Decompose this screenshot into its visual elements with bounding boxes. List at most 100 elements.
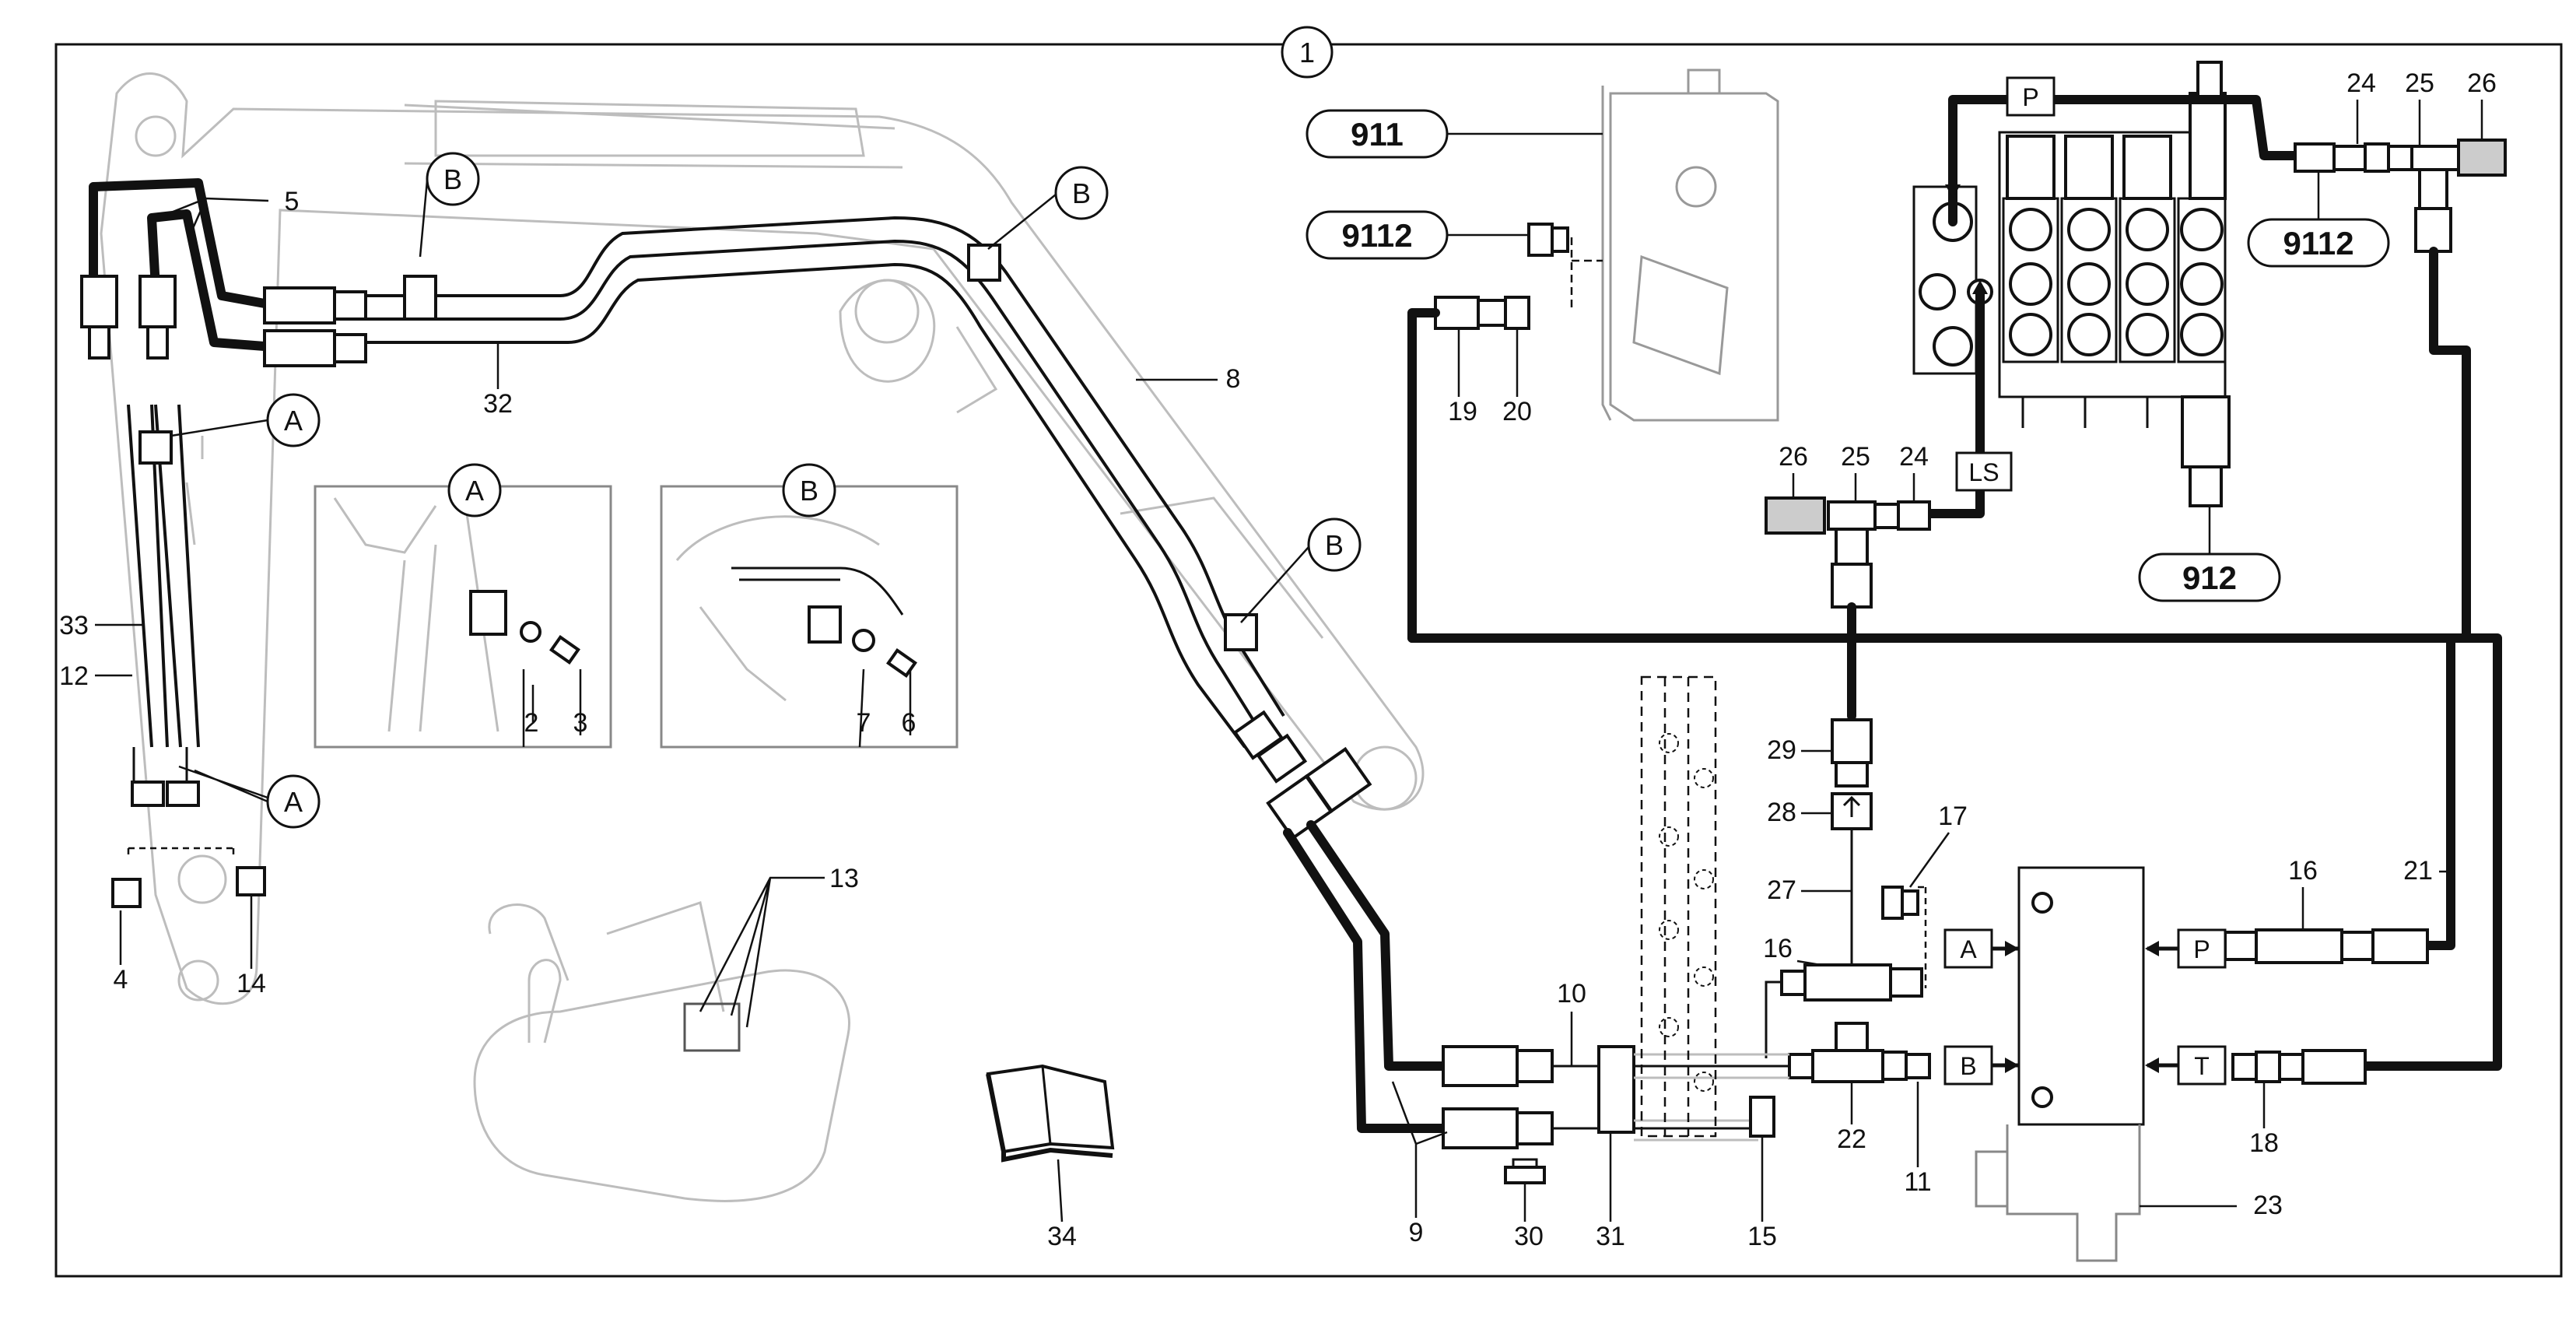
ref-9112-right: 9112 (2247, 218, 2390, 268)
svg-text:P: P (2022, 83, 2038, 111)
port-a: A (1943, 928, 1993, 969)
part-labels: 2 3 4 5 6 7 8 9 10 11 12 13 14 15 16 16 … (59, 68, 2497, 1251)
part-32: 32 (483, 389, 513, 419)
part-13: 13 (829, 864, 859, 893)
svg-text:911: 911 (1351, 116, 1404, 153)
part-31: 31 (1596, 1222, 1625, 1251)
part-11: 11 (1904, 1167, 1931, 1197)
callout-a-2: A (266, 774, 321, 829)
pt-fittings (2224, 928, 2429, 1085)
port-b: B (1943, 1045, 1993, 1086)
part-15: 15 (1747, 1222, 1777, 1251)
part-3: 3 (573, 708, 588, 738)
part-26-mid: 26 (1779, 442, 1808, 472)
part-16-left: 16 (1763, 934, 1793, 963)
part-4: 4 (114, 965, 128, 994)
sheet-number: 1 (1299, 37, 1315, 68)
part-25-mid: 25 (1841, 442, 1870, 472)
bracket-31 (1597, 1045, 1635, 1134)
detail-box-a (314, 485, 612, 749)
part-27: 27 (1767, 875, 1796, 905)
svg-text:B: B (1325, 529, 1344, 561)
boom-base-hoses (89, 178, 269, 351)
check-valve-chain (1831, 718, 1873, 988)
ref-9112-left: 9112 (1306, 210, 1449, 260)
part-17: 17 (1938, 802, 1968, 831)
part-7: 7 (857, 708, 871, 738)
plug-17 (1881, 886, 1927, 988)
boom-arm-ghost (100, 72, 1425, 1005)
svg-text:A: A (284, 405, 303, 437)
part-21: 21 (2403, 856, 2433, 886)
part-33: 33 (59, 611, 89, 640)
part-34: 34 (1047, 1222, 1077, 1251)
ref-911: 911 (1306, 109, 1449, 159)
hose-9-pair (1283, 820, 1789, 1184)
part-10: 10 (1557, 979, 1586, 1009)
section-callouts: B B B A A A B (170, 152, 1362, 829)
cap-4 (111, 878, 142, 908)
svg-text:912: 912 (2182, 560, 2237, 596)
sheet-number-callout: 1 (1281, 26, 1334, 79)
a-b-line-fittings (1765, 963, 1931, 1083)
part-12: 12 (59, 661, 89, 691)
part-28: 28 (1767, 798, 1796, 827)
svg-text:B: B (1072, 177, 1091, 209)
fitting-15 (1749, 1096, 1775, 1138)
port-ls: LS (1955, 451, 2013, 492)
part-9: 9 (1409, 1218, 1424, 1247)
svg-text:B: B (800, 475, 818, 507)
callout-b-detail: B (782, 463, 836, 517)
part-23: 23 (2253, 1191, 2283, 1220)
part-14: 14 (237, 969, 266, 998)
assembly-refs: 911 9112 9112 912 (1306, 109, 2390, 602)
part-24-mid: 24 (1899, 442, 1929, 472)
svg-text:A: A (284, 786, 303, 818)
callout-a-1: A (266, 393, 321, 447)
svg-text:9112: 9112 (1341, 217, 1412, 254)
callout-b-2: B (1054, 166, 1109, 220)
cap-26-top (2457, 139, 2507, 177)
part-30: 30 (1514, 1222, 1544, 1251)
part-18: 18 (2249, 1128, 2279, 1158)
svg-text:LS: LS (1968, 458, 1999, 486)
callout-a-detail: A (447, 463, 502, 517)
part-20: 20 (1502, 397, 1532, 426)
port-p-top: P (2006, 76, 2056, 117)
part-26-top: 26 (2467, 68, 2497, 98)
pipe-clamps (138, 244, 1258, 651)
svg-text:T: T (2194, 1052, 2210, 1080)
part-8: 8 (1226, 364, 1241, 394)
callout-b-1: B (426, 152, 480, 206)
part-25-top: 25 (2405, 68, 2434, 98)
lower-boom-fittings (111, 747, 266, 908)
bracket-911 (1570, 68, 1779, 422)
cap-14 (236, 866, 266, 896)
part-16-right: 16 (2288, 856, 2318, 886)
svg-text:A: A (1960, 935, 1977, 963)
main-block-23 (1975, 866, 2145, 1262)
control-valve-912 (1912, 61, 2231, 507)
valve-sections (2002, 197, 2227, 363)
plug-9112-left (1527, 223, 1569, 257)
ref-912: 912 (2138, 552, 2281, 602)
port-t: T (2177, 1045, 2227, 1086)
svg-text:A: A (465, 475, 484, 507)
port-boxes: P LS A B P T (1943, 76, 2227, 1086)
ls-line (1765, 287, 1985, 721)
boom-base-fittings (80, 275, 367, 367)
svg-text:P: P (2193, 935, 2210, 963)
port-p-right: P (2177, 928, 2227, 969)
joystick-ghost (473, 901, 850, 1202)
part-6: 6 (902, 708, 916, 738)
cap-26-mid (1765, 496, 1826, 535)
arm-end-fittings (1232, 710, 1372, 840)
callout-b-3: B (1307, 517, 1362, 572)
part-5: 5 (285, 187, 300, 216)
part-2: 2 (524, 708, 539, 738)
manual-book-icon (986, 1064, 1115, 1163)
fitting-19-20 (1407, 296, 1530, 643)
svg-text:B: B (443, 163, 462, 195)
part-29: 29 (1767, 735, 1796, 765)
